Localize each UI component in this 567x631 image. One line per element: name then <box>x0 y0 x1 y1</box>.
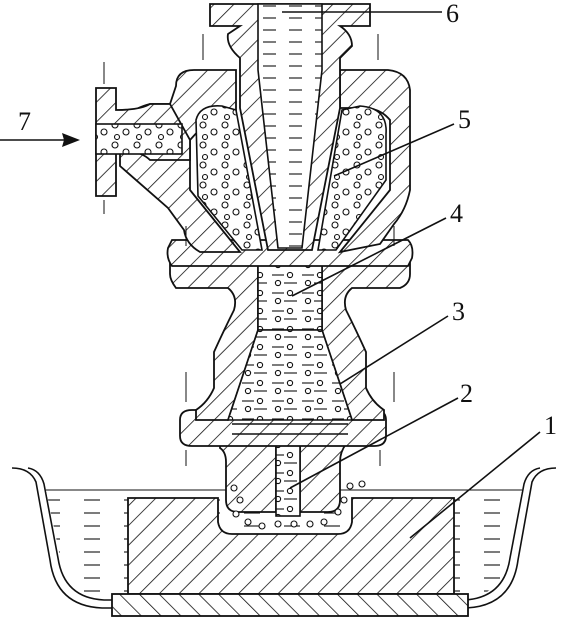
suction-port <box>95 123 183 155</box>
label-5: 5 <box>458 105 471 134</box>
nozzle-bore <box>257 3 323 249</box>
label-6: 6 <box>446 0 459 28</box>
inflow-arrow-head <box>62 133 80 147</box>
tail-section <box>219 439 366 530</box>
base-block <box>111 497 469 617</box>
label-7: 7 <box>18 107 31 136</box>
tail-bore <box>275 439 301 517</box>
suction-cavity-right <box>317 105 387 251</box>
suction-cavity-left <box>195 104 263 251</box>
leader-lines <box>0 11 541 539</box>
diffuser-body <box>169 259 411 447</box>
nozzle <box>209 3 371 251</box>
label-3: 3 <box>452 297 465 326</box>
label-1: 1 <box>544 411 557 440</box>
label-4: 4 <box>450 199 463 228</box>
part-labels: 1 2 3 4 5 6 7 <box>18 0 557 440</box>
label-2: 2 <box>460 379 473 408</box>
suction-chamber-body <box>95 69 414 267</box>
center-lines <box>103 34 395 466</box>
diffuser-cone <box>226 329 354 421</box>
mixing-throat <box>257 259 323 331</box>
